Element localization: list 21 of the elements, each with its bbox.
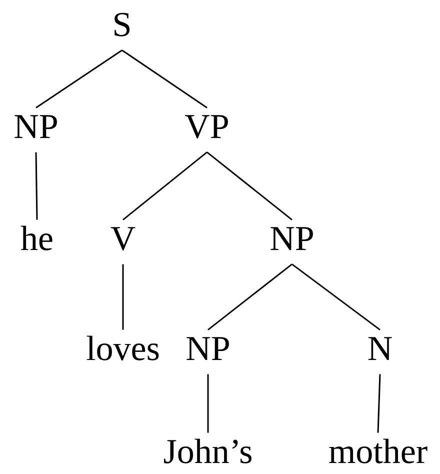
tree-branch <box>36 50 122 108</box>
tree-branch <box>35 152 38 220</box>
tree-branch <box>122 264 124 330</box>
tree-branch <box>207 374 209 433</box>
category-label: NP <box>186 337 229 360</box>
word-label: he <box>20 226 52 250</box>
tree-branch <box>292 264 380 330</box>
category-label: NP <box>14 115 57 138</box>
category-label: NP <box>270 227 313 250</box>
tree-branch <box>377 374 381 433</box>
category-label: V <box>110 227 136 251</box>
tree-branch <box>208 264 292 330</box>
tree-branch <box>122 50 208 108</box>
tree-branch <box>206 152 292 220</box>
word-label: loves <box>86 336 159 360</box>
word-label: mother <box>329 438 428 464</box>
tree-branch <box>122 152 208 220</box>
word-label: John’s <box>164 438 252 464</box>
category-label: VP <box>185 115 228 139</box>
category-label: N <box>368 337 392 360</box>
category-label: S <box>114 12 130 36</box>
